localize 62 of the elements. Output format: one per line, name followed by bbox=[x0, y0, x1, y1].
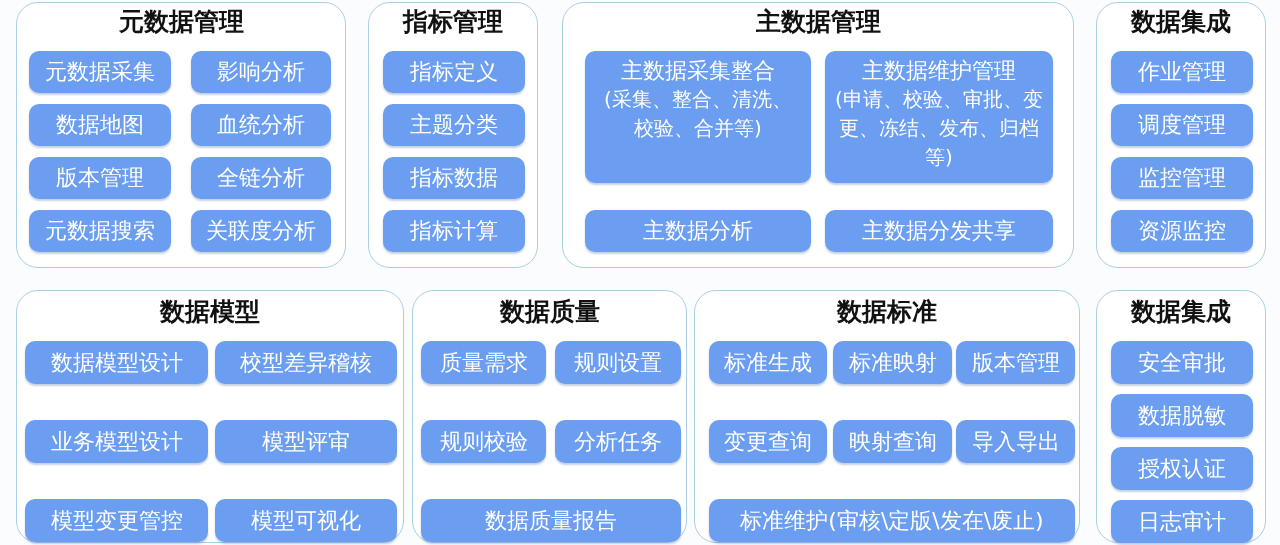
box-description: (申请、校验、审批、变更、冻结、发布、归档等) bbox=[835, 86, 1043, 171]
module-panel bbox=[1096, 2, 1266, 268]
function-box: 元数据采集 bbox=[29, 51, 171, 93]
function-box: 导入导出 bbox=[956, 420, 1075, 463]
function-box: 安全审批 bbox=[1111, 341, 1253, 384]
function-box: 质量需求 bbox=[421, 341, 546, 384]
function-box: 变更查询 bbox=[709, 420, 827, 463]
box-title: 主数据维护管理 bbox=[862, 57, 1016, 85]
function-box: 映射查询 bbox=[833, 420, 952, 463]
function-box: 模型评审 bbox=[215, 420, 397, 463]
module-panel bbox=[412, 290, 687, 543]
panel-heading: 主数据管理 bbox=[755, 7, 881, 37]
function-box: 全链分析 bbox=[191, 157, 331, 199]
function-box: 监控管理 bbox=[1111, 157, 1253, 199]
function-box bbox=[825, 51, 1053, 183]
function-box: 指标计算 bbox=[383, 210, 525, 252]
module-panel bbox=[562, 2, 1074, 268]
function-box: 关联度分析 bbox=[191, 210, 331, 252]
panel-heading: 数据标准 bbox=[837, 297, 937, 327]
function-box: 作业管理 bbox=[1111, 51, 1253, 93]
function-box: 标准生成 bbox=[709, 341, 827, 384]
function-box: 模型可视化 bbox=[215, 499, 397, 542]
panel-heading: 元数据管理 bbox=[118, 7, 244, 37]
function-box: 分析任务 bbox=[555, 420, 681, 463]
function-box bbox=[585, 51, 811, 183]
function-box: 调度管理 bbox=[1111, 104, 1253, 146]
panel-heading: 指标管理 bbox=[403, 7, 503, 37]
function-box: 模型变更管控 bbox=[25, 499, 208, 542]
module-panel bbox=[1096, 290, 1266, 543]
panel-heading: 数据质量 bbox=[499, 297, 600, 327]
module-panel bbox=[368, 2, 538, 268]
function-box: 主题分类 bbox=[383, 104, 525, 146]
function-box: 日志审计 bbox=[1111, 500, 1253, 543]
function-box: 主数据分析 bbox=[585, 210, 811, 252]
function-box: 指标数据 bbox=[383, 157, 525, 199]
function-box: 标准映射 bbox=[833, 341, 952, 384]
panel-heading: 数据集成 bbox=[1131, 7, 1231, 37]
function-box: 指标定义 bbox=[383, 51, 525, 93]
panel-heading: 数据集成 bbox=[1131, 297, 1231, 327]
function-box: 数据模型设计 bbox=[25, 341, 208, 384]
function-box: 版本管理 bbox=[956, 341, 1075, 384]
module-panel bbox=[16, 2, 346, 268]
function-box: 数据质量报告 bbox=[421, 499, 681, 542]
function-box: 规则设置 bbox=[555, 341, 681, 384]
function-box: 资源监控 bbox=[1111, 210, 1253, 252]
module-panel bbox=[694, 290, 1080, 543]
function-box: 血统分析 bbox=[191, 104, 331, 146]
module-panel bbox=[16, 290, 404, 543]
function-box: 校型差异稽核 bbox=[215, 341, 397, 384]
function-box: 版本管理 bbox=[29, 157, 171, 199]
function-box: 规则校验 bbox=[421, 420, 546, 463]
panel-heading: 数据模型 bbox=[160, 297, 260, 327]
box-title: 主数据采集整合 bbox=[621, 57, 775, 85]
function-box: 元数据搜索 bbox=[29, 210, 171, 252]
function-box: 主数据分发共享 bbox=[825, 210, 1053, 252]
function-box: 授权认证 bbox=[1111, 447, 1253, 490]
function-box: 标准维护(审核\定版\发在\废止) bbox=[709, 499, 1075, 542]
function-box: 影响分析 bbox=[191, 51, 331, 93]
function-box: 数据脱敏 bbox=[1111, 394, 1253, 437]
function-box: 业务模型设计 bbox=[25, 420, 208, 463]
box-description: (采集、整合、清洗、校验、合并等) bbox=[603, 86, 793, 142]
function-box: 数据地图 bbox=[29, 104, 171, 146]
